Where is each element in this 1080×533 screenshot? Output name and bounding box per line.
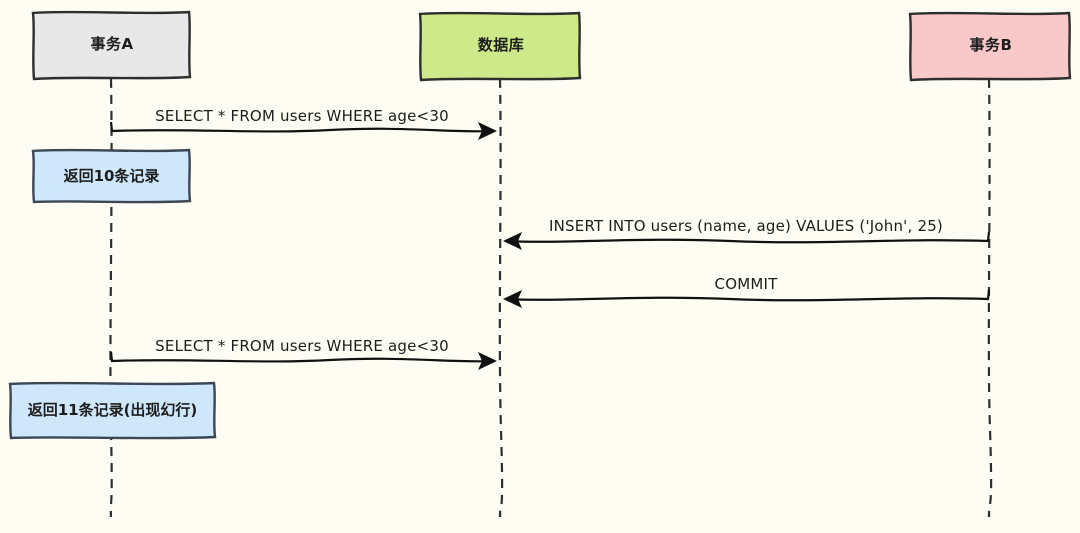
lifeline-database [498,78,504,518]
message-arrow-commit [507,289,991,302]
note-label-returned-11-rows: 返回11条记录(出现幻行) [27,401,198,419]
actor-box-transaction-b [908,11,1072,82]
note-box-returned-11-rows [8,381,217,440]
note-box-returned-10-rows [31,148,192,204]
actor-label-transaction-b: 事务B [969,36,1013,54]
lifeline-transaction-a [109,78,113,518]
actor-label-transaction-a: 事务A [90,35,134,53]
note-label-returned-10-rows: 返回10条记录 [63,167,160,185]
arrowhead-select-2 [478,352,497,370]
actor-label-database: 数据库 [477,36,525,54]
message-arrow-insert [507,231,991,244]
actor-box-transaction-a [31,10,192,81]
message-arrow-select-1 [109,121,493,133]
arrowhead-select-1 [478,122,497,140]
message-label-commit: COMMIT [714,275,778,293]
actor-box-database [418,11,582,82]
arrowhead-insert [503,232,522,250]
message-arrow-select-2 [109,351,493,363]
message-label-insert: INSERT INTO users (name, age) VALUES ('J… [549,217,943,235]
lifeline-transaction-b [987,78,993,518]
arrowhead-commit [503,290,522,308]
message-label-select-2: SELECT * FROM users WHERE age<30 [155,337,449,355]
message-label-select-1: SELECT * FROM users WHERE age<30 [155,107,449,125]
